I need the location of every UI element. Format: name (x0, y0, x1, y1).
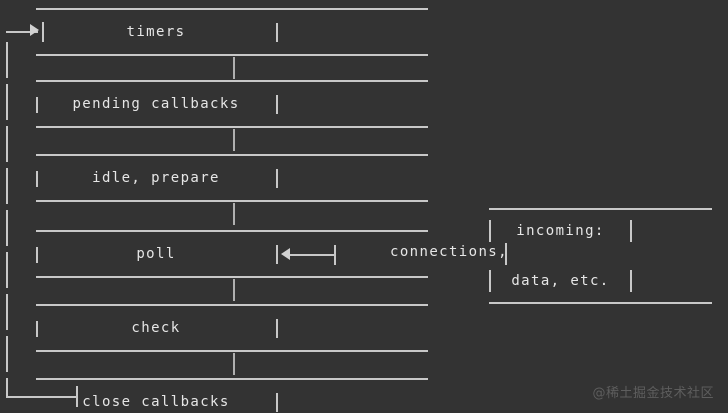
box-edge-left (36, 97, 38, 113)
box-edge-bottom (36, 350, 428, 352)
phase-connector-2 (233, 129, 235, 151)
phase-label-check: check (131, 320, 181, 336)
spine-segment-5 (6, 210, 8, 246)
spine-segment-8 (6, 336, 8, 372)
phase-label-poll: poll (136, 246, 176, 262)
timers-left-bar (42, 22, 44, 42)
incoming-events-box: incoming: data, etc. (489, 208, 712, 304)
poll-incoming-arrow-head-icon (281, 248, 290, 260)
box-edge-bottom (36, 200, 428, 202)
incoming-row1-bar-left (489, 220, 491, 242)
phase-box-poll: poll (36, 230, 428, 278)
box-edge-top (489, 208, 712, 210)
box-edge-bottom (36, 54, 428, 56)
phase-connector-3 (233, 203, 235, 225)
spine-segment-3 (6, 126, 8, 162)
spine-segment-6 (6, 252, 8, 288)
loopback-elbow-horizontal (6, 396, 78, 398)
box-edge-bottom (489, 302, 712, 304)
poll-incoming-arrow-cap (334, 245, 336, 265)
incoming-label-line2: data, etc. (511, 273, 610, 289)
phase-box-close-callbacks: close callbacks (36, 378, 428, 413)
phase-box-idle-prepare: idle, prepare (36, 154, 428, 202)
box-edge-inner-right (276, 245, 278, 264)
incoming-row2-bar-left (489, 270, 491, 292)
box-edge-inner-right (276, 169, 278, 188)
phase-connector-1 (233, 57, 235, 79)
box-edge-left (36, 247, 38, 263)
phase-label-timers: timers (126, 24, 186, 40)
loopback-elbow-cap (76, 386, 78, 407)
box-edge-bottom (36, 126, 428, 128)
watermark-text: @稀土掘金技术社区 (592, 386, 714, 401)
incoming-label-line1: incoming: (516, 223, 605, 239)
box-edge-left (36, 321, 38, 337)
incoming-row1-bar-right (630, 220, 632, 242)
box-edge-left (36, 171, 38, 187)
box-edge-top (36, 378, 428, 380)
phase-box-pending-callbacks: pending callbacks (36, 80, 428, 128)
box-edge-inner-right (276, 23, 278, 42)
spine-segment-2 (6, 84, 8, 120)
box-edge-top (36, 230, 428, 232)
box-edge-top (36, 304, 428, 306)
box-edge-top (36, 80, 428, 82)
box-edge-top (36, 154, 428, 156)
box-edge-top (36, 8, 428, 10)
spine-segment-4 (6, 168, 8, 204)
poll-connections-label: connections, (390, 244, 508, 260)
phase-connector-5 (233, 353, 235, 375)
spine-segment-9 (6, 378, 8, 397)
phase-label-pending-callbacks: pending callbacks (72, 96, 240, 112)
poll-incoming-arrow-stem (290, 254, 336, 256)
incoming-row2-bar-right (630, 270, 632, 292)
phase-box-check: check (36, 304, 428, 352)
spine-segment-7 (6, 294, 8, 330)
entry-arrow-head-icon (30, 24, 39, 36)
box-edge-bottom (36, 276, 428, 278)
phase-box-timers: timers (36, 8, 428, 56)
box-edge-inner-right (276, 319, 278, 338)
box-edge-inner-right (276, 95, 278, 114)
poll-connections-bar (505, 243, 507, 265)
entry-arrow-stem (6, 31, 38, 33)
phase-label-idle-prepare: idle, prepare (92, 170, 220, 186)
phase-label-close-callbacks: close callbacks (82, 394, 230, 410)
box-edge-inner-right (276, 393, 278, 412)
phase-connector-4 (233, 279, 235, 301)
spine-segment-1 (6, 42, 8, 78)
